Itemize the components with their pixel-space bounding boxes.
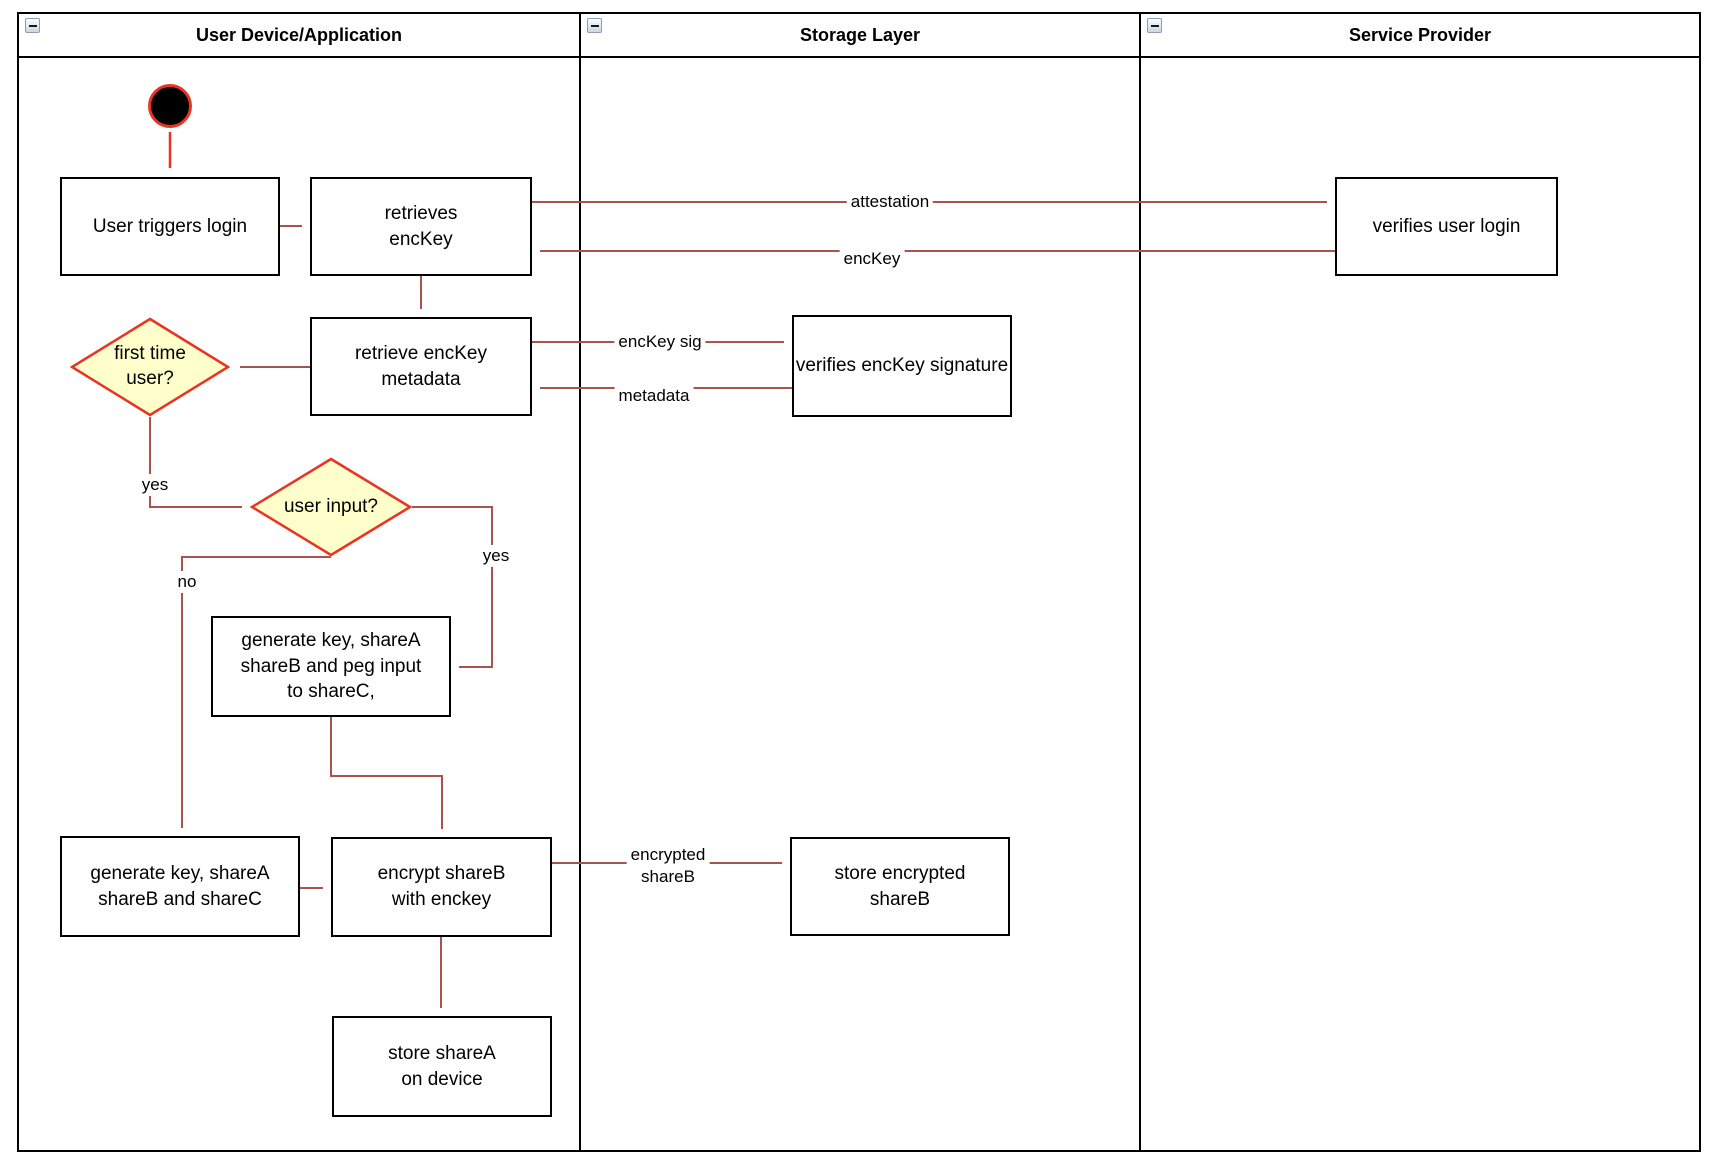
node-generate-peg-input[interactable]: generate key, shareA shareB and peg inpu…: [211, 616, 451, 717]
collapse-icon[interactable]: [25, 18, 40, 33]
edge-label-attestation: attestation: [846, 190, 934, 214]
start-node[interactable]: [148, 84, 192, 128]
node-label: retrieve encKey metadata: [354, 342, 487, 390]
node-user-triggers-login[interactable]: User triggers login: [60, 177, 280, 276]
lane-header-user-device[interactable]: User Device/Application: [19, 12, 579, 58]
node-label: store encrypted shareB: [834, 862, 966, 910]
node-retrieves-enckey[interactable]: retrieves encKey: [310, 177, 532, 276]
node-verifies-user-login[interactable]: verifies user login: [1335, 177, 1558, 276]
edge-label-metadata: metadata: [614, 384, 694, 408]
node-label: User triggers login: [92, 215, 248, 237]
node-label: verifies encKey signature: [795, 355, 1009, 377]
node-label: retrieves encKey: [384, 202, 458, 250]
collapse-icon[interactable]: [587, 18, 602, 33]
node-label: encrypt shareB with enckey: [377, 863, 506, 910]
frame-top: [17, 12, 1701, 14]
minus-icon: [28, 24, 37, 27]
lane-title: User Device/Application: [195, 24, 403, 45]
frame-right: [1699, 12, 1701, 1152]
edge-label-yes-first-time: yes: [137, 473, 173, 497]
node-store-encrypted-shareb[interactable]: store encrypted shareB: [790, 837, 1010, 936]
diamond-shape: [70, 317, 230, 417]
edge-label-enckey: encKey: [839, 247, 905, 271]
lane-title: Storage Layer: [799, 24, 921, 45]
decision-user-input[interactable]: user input?: [250, 457, 412, 557]
lane-title: Service Provider: [1348, 24, 1492, 45]
decision-first-time-user[interactable]: first time user?: [70, 317, 230, 417]
lane-divider-1: [579, 12, 581, 1152]
node-label: generate key, shareA shareB and peg inpu…: [240, 630, 422, 703]
diamond-shape: [250, 457, 412, 557]
node-generate-sharec[interactable]: generate key, shareA shareB and shareC: [60, 836, 300, 937]
minus-icon: [1150, 24, 1159, 27]
frame-bottom: [17, 1150, 1701, 1152]
node-label: generate key, shareA shareB and shareC: [90, 862, 270, 910]
edge-label-yes-user-input: yes: [478, 544, 514, 568]
edge-userinput-yes: [412, 506, 493, 668]
node-label: verifies user login: [1372, 215, 1521, 237]
edge-label-enckey-sig: encKey sig: [614, 330, 706, 354]
collapse-icon[interactable]: [1147, 18, 1162, 33]
decision-label: first time user?: [114, 343, 186, 389]
edge-firsttime-yes: [149, 417, 242, 508]
node-label: store shareA on device: [388, 1042, 496, 1090]
node-retrieve-enckey-metadata[interactable]: retrieve encKey metadata: [310, 317, 532, 416]
header-divider: [17, 56, 1701, 58]
lane-header-storage-layer[interactable]: Storage Layer: [581, 12, 1139, 58]
lane-divider-2: [1139, 12, 1141, 1152]
edge-label-encrypted-shareb: encrypted shareB: [626, 843, 710, 889]
decision-label: user input?: [283, 495, 378, 517]
edge-userinput-no: [181, 556, 331, 828]
frame-left: [17, 12, 19, 1152]
lane-header-service-provider[interactable]: Service Provider: [1141, 12, 1699, 58]
edge-label-no-user-input: no: [173, 570, 201, 594]
node-verifies-enckey-signature[interactable]: verifies encKey signature: [792, 315, 1012, 417]
edge-peg-to-encrypt: [330, 717, 443, 829]
node-encrypt-shareb[interactable]: encrypt shareB with enckey: [331, 837, 552, 937]
minus-icon: [590, 24, 599, 27]
node-store-sharea[interactable]: store shareA on device: [332, 1016, 552, 1117]
